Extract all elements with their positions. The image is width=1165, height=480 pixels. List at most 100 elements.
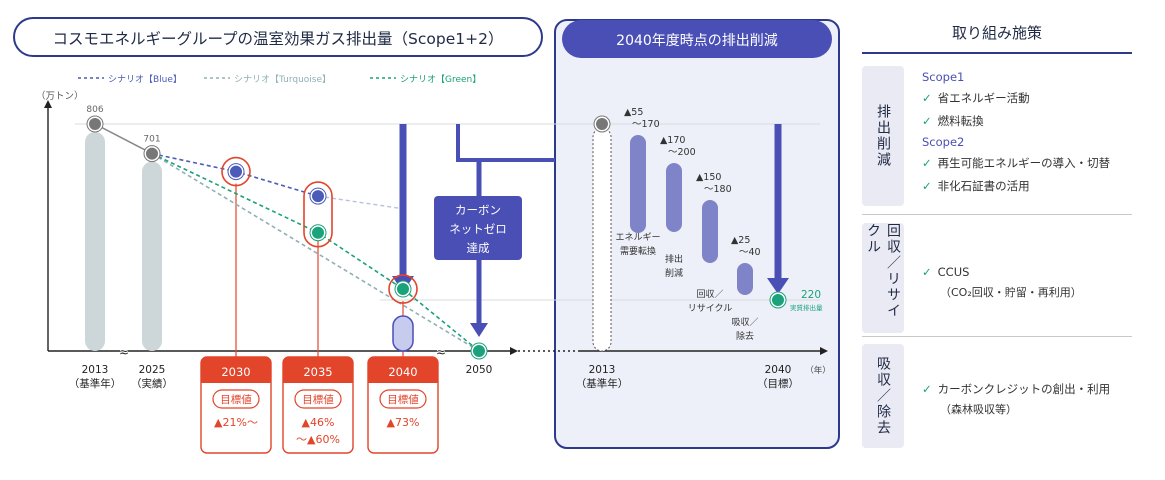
- reduction-step-range: 〜170: [632, 119, 660, 130]
- axis-break-icon: ≈: [436, 345, 446, 359]
- reduction-step-range: 〜200: [668, 147, 696, 158]
- measures-tab-reduction: 排出削減: [862, 66, 904, 206]
- scenario-point-ring: [309, 224, 327, 242]
- tab-label: 排出削減: [875, 104, 891, 168]
- panel-title: 2040年度時点の排出削減: [616, 32, 778, 49]
- target-label-pill: [379, 389, 427, 409]
- data-label: 701: [143, 135, 160, 145]
- target-year: 2030: [221, 365, 250, 379]
- reduction-step-bar: [737, 263, 753, 295]
- check-icon: ✓: [922, 114, 932, 128]
- target-label: 目標値: [302, 393, 334, 406]
- netzero-text: カーボン: [455, 203, 501, 217]
- netzero-arrowhead: [470, 323, 488, 337]
- reduction-step-range: ▲170: [660, 135, 685, 146]
- legend-label: シナリオ【Green】: [400, 74, 481, 85]
- scenario-point: [310, 188, 326, 205]
- panel-x-tick-label: 2040: [765, 364, 792, 376]
- scenario-point-ring: [227, 163, 245, 181]
- actual-point: [144, 145, 160, 162]
- panel-actual-point-ring: [593, 115, 611, 133]
- scenario-point: [228, 163, 244, 180]
- measure-item: ✓省エネルギー活動: [922, 91, 1030, 105]
- reduction-step-label: エネルギー: [615, 232, 660, 243]
- x-tick-label: 2050: [466, 364, 493, 376]
- scenario-line: [151, 152, 480, 352]
- check-icon: ✓: [922, 91, 932, 105]
- panel-reduction-arrowhead: [767, 278, 789, 294]
- tab-label: 吸収／除去: [875, 356, 891, 436]
- panel-actual-point: [594, 116, 610, 132]
- scenario-point: [310, 224, 326, 241]
- netzero-box: [434, 196, 522, 260]
- measures-panel: 取り組み施策 排出削減 Scope1 ✓省エネルギー活動 ✓燃料転換 Scope…: [862, 18, 1132, 458]
- reduction-step-label: リサイクル: [688, 303, 733, 314]
- scope2-heading: Scope2: [922, 135, 965, 149]
- reduction-step-range: 〜180: [704, 184, 732, 195]
- emissions-chart: コスモエネルギーグループの温室効果ガス排出量（Scope1+2） シナリオ【Blu…: [13, 17, 840, 454]
- target-year: 2040: [388, 365, 417, 379]
- reduction-step-bar: [630, 135, 646, 233]
- divider: [862, 214, 1132, 215]
- x-tick-sublabel: （実績）: [131, 377, 173, 390]
- target-box-header: [283, 357, 353, 383]
- target-box-header: [201, 357, 271, 383]
- scenario-point: [395, 281, 411, 298]
- actual-point-ring: [143, 145, 161, 163]
- measure-item: ✓カーボンクレジットの創出・利用: [922, 382, 1111, 396]
- scenario-line-extension: [317, 195, 404, 210]
- reduction-step-label: 削減: [665, 267, 683, 279]
- measures-tab-recycle: 回収／リサイクル: [862, 223, 904, 333]
- data-label: 806: [86, 105, 103, 115]
- target-label-pill: [294, 389, 342, 409]
- target-label: 目標値: [387, 393, 419, 406]
- target-highlight-2040: [388, 274, 418, 304]
- check-icon: ✓: [922, 265, 932, 279]
- reduction-step-label: 排出: [665, 253, 683, 265]
- x-axis-arrow: [510, 347, 518, 355]
- scenario-point-ring: [394, 280, 412, 298]
- legend-label: シナリオ【Blue】: [108, 74, 182, 85]
- panel-title-pill: [562, 20, 832, 58]
- panel-target-point-ring: [769, 291, 787, 309]
- actual-bar: [85, 132, 105, 351]
- measure-item: ✓再生可能エネルギーの導入・切替: [922, 156, 1111, 170]
- divider: [862, 336, 1132, 337]
- x-tick-sublabel: （基準年）: [69, 377, 122, 390]
- target-value: ▲21%〜: [214, 416, 258, 429]
- measure-note: （CO₂回収・貯留・再利用）: [940, 286, 1082, 299]
- chart-title: コスモエネルギーグループの温室効果ガス排出量（Scope1+2）: [52, 30, 503, 48]
- target-box-header: [368, 357, 438, 383]
- panel-x-tick-sublabel: （目標）: [757, 377, 799, 390]
- scenario-point-ring: [309, 187, 327, 205]
- title-pill: [13, 17, 543, 57]
- axis-break-mask: [437, 343, 445, 359]
- scenario-point-ring: [470, 342, 488, 360]
- target-value: ▲46%: [302, 416, 335, 429]
- measures-tab-absorb: 吸収／除去: [862, 344, 904, 448]
- target-highlight-2035: [303, 181, 333, 248]
- reduction-step-label: 需要転換: [620, 245, 656, 257]
- target-label-pill: [212, 389, 260, 409]
- panel-target-point: [770, 292, 786, 308]
- measures-title: 取り組み施策: [862, 18, 1132, 54]
- netzero-connector: [456, 124, 555, 162]
- target-value: 〜▲60%: [296, 433, 340, 446]
- x-tick-label: 2025: [139, 364, 166, 376]
- axis-break-mask: [120, 343, 128, 359]
- panel-target-value: 220: [801, 289, 821, 301]
- reduction-step-bar: [666, 163, 682, 232]
- reduction-step-label: 除去: [736, 330, 754, 342]
- panel-x-tick-label: 2013: [589, 364, 616, 376]
- measures-section-reduction: 排出削減 Scope1 ✓省エネルギー活動 ✓燃料転換 Scope2 ✓再生可能…: [862, 66, 1132, 206]
- legend-label: シナリオ【Turquoise】: [234, 74, 331, 85]
- netzero-text: ネットゼロ: [449, 222, 507, 236]
- actual-bar: [142, 161, 162, 351]
- actual-point: [87, 116, 103, 132]
- reduction-step-range: ▲25: [731, 235, 750, 246]
- reduction-step-range: ▲150: [696, 172, 721, 183]
- panel-target-note: 実質排出量: [790, 303, 823, 312]
- year-unit-label: （年）: [805, 365, 831, 376]
- measures-section-recycle: 回収／リサイクル ✓CCUS （CO₂回収・貯留・再利用）: [862, 223, 1132, 333]
